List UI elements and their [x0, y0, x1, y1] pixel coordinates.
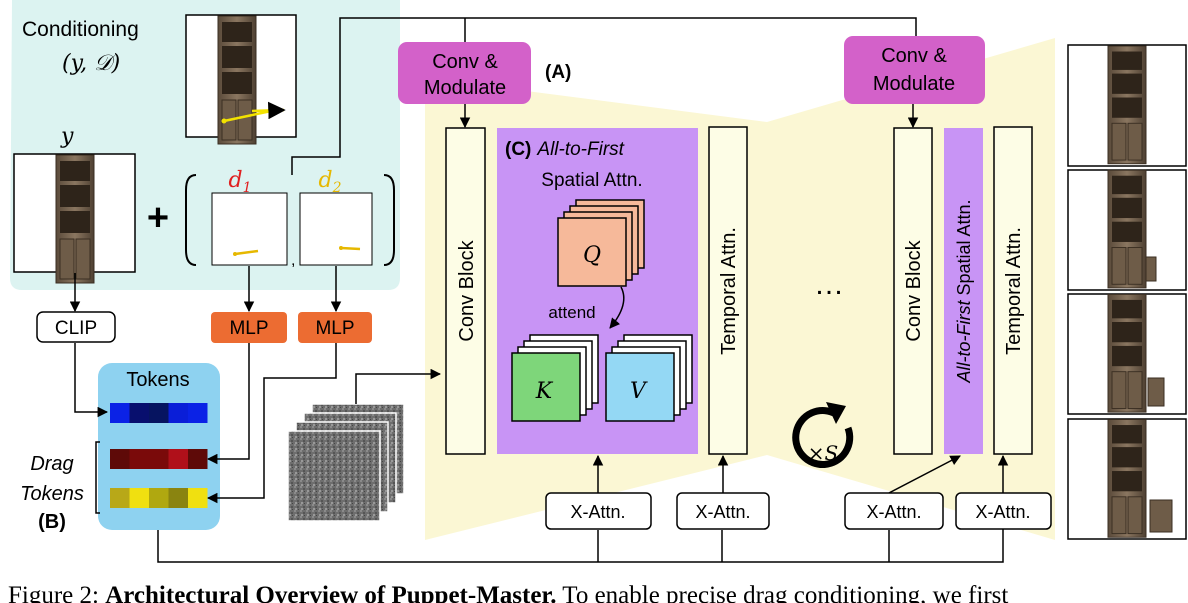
- drag-label-d1: d1: [228, 168, 251, 196]
- input-image-y: [13, 153, 136, 284]
- repeat-label: ×S: [808, 441, 838, 465]
- x-attn-box-3: [844, 492, 944, 530]
- conv-block-1: [445, 127, 486, 455]
- ellipsis: …: [814, 268, 844, 301]
- section-b-label: (B): [38, 511, 66, 533]
- x-attn-label-2: X-Attn.: [695, 502, 750, 522]
- query-stack: [557, 199, 645, 287]
- output-frame-4: [1067, 418, 1187, 540]
- conv-modulate-2-line2: Modulate: [873, 73, 955, 95]
- token-cell: [168, 449, 188, 469]
- section-a-label: (A): [545, 62, 571, 83]
- mlp-encoder-1: [211, 312, 287, 343]
- token-cell: [168, 403, 188, 423]
- architecture-diagram: Conditioning (y, 𝒟) y + d1 d2 ,: [10, 0, 1187, 563]
- token-cell: [188, 449, 208, 469]
- conv-modulate-block-1: [398, 42, 531, 104]
- clip-encoder: [36, 311, 116, 343]
- bracket-left: [185, 174, 197, 266]
- conv-block-2-label: Conv Block: [903, 239, 925, 341]
- spatial-attn-subtitle: Spatial Attn.: [541, 170, 642, 191]
- top-connector: [291, 17, 917, 175]
- token-cell: [168, 488, 188, 508]
- noise-latent-stack: [287, 403, 405, 522]
- output-frame-3: [1067, 293, 1187, 415]
- temporal-attn-block-2: [993, 126, 1033, 455]
- drag-tokens-label-2: Tokens: [20, 483, 84, 505]
- conditioning-notation: (y, 𝒟): [62, 51, 120, 76]
- output-frame-1: [1067, 44, 1187, 167]
- token-cell: [149, 488, 169, 508]
- image-label-y: y: [60, 124, 74, 149]
- conditioning-title: Conditioning: [22, 18, 139, 41]
- drag-token-row-2: [110, 488, 208, 508]
- repeat-loop-icon: [792, 402, 854, 469]
- plus-icon: +: [147, 197, 169, 239]
- conv-block-2: [893, 127, 933, 455]
- drag-map-1: [211, 192, 288, 266]
- attend-label: attend: [548, 303, 595, 322]
- v-label: V: [630, 379, 648, 404]
- tokens-title: Tokens: [126, 369, 189, 391]
- mlp-encoder-2: [298, 312, 372, 343]
- token-cell: [149, 403, 169, 423]
- temporal-attn-2-label: Temporal Attn.: [1003, 227, 1025, 355]
- k-label: K: [535, 379, 554, 404]
- mlp-label-1: MLP: [229, 318, 268, 339]
- drag-tokens-bracket: [95, 441, 100, 514]
- value-stack: [605, 334, 693, 422]
- bracket-right: [383, 174, 395, 266]
- spatial-attn-2-label: All-to-First Spatial Attn.: [954, 199, 974, 383]
- conv-modulate-2-line1: Conv &: [881, 45, 947, 67]
- attend-arrow: [609, 286, 625, 329]
- temporal-attn-1-label: Temporal Attn.: [718, 227, 740, 355]
- x-attn-label-1: X-Attn.: [570, 502, 625, 522]
- drag-label-d2: d2: [318, 168, 341, 196]
- token-cell: [188, 403, 208, 423]
- drag-separator: ,: [291, 252, 295, 269]
- key-stack: [511, 334, 599, 422]
- conditioning-panel: Conditioning (y, 𝒟) y + d1 d2 ,: [10, 0, 400, 290]
- x-attn-label-3: X-Attn.: [866, 502, 921, 522]
- token-cell: [110, 449, 130, 469]
- conv-block-1-label: Conv Block: [456, 239, 478, 341]
- token-cell: [129, 449, 149, 469]
- clip-label: CLIP: [55, 318, 97, 339]
- conv-modulate-1-line2: Modulate: [424, 77, 506, 99]
- token-cell: [110, 488, 130, 508]
- output-frame-2: [1067, 169, 1187, 291]
- conv-modulate-block-2: [844, 36, 985, 104]
- conv-modulate-1-line1: Conv &: [432, 51, 498, 73]
- token-cell: [188, 488, 208, 508]
- drag-map-2: [299, 192, 373, 266]
- drag-arrow-1: [223, 108, 277, 123]
- bottom-bus: [157, 528, 1004, 563]
- x-attn-label-4: X-Attn.: [975, 502, 1030, 522]
- token-cell: [129, 488, 149, 508]
- token-cell: [149, 449, 169, 469]
- spatial-attn-title: (C)All-to-First: [505, 139, 625, 160]
- drag-token-row-1: [110, 449, 208, 469]
- token-cell: [129, 403, 149, 423]
- mlp-label-2: MLP: [315, 318, 354, 339]
- drag-arrow-2: [251, 101, 286, 120]
- drag-tokens-label-1: Drag: [30, 453, 73, 475]
- token-cell: [110, 403, 130, 423]
- temporal-attn-block-1: [708, 126, 748, 455]
- clip-token-row: [110, 403, 208, 423]
- figure-caption: Figure 2: Architectural Overview of Pupp…: [8, 582, 1009, 603]
- drag-preview-image: [185, 14, 297, 145]
- spatial-attn-block-2: [944, 128, 983, 454]
- q-label: Q: [583, 243, 601, 268]
